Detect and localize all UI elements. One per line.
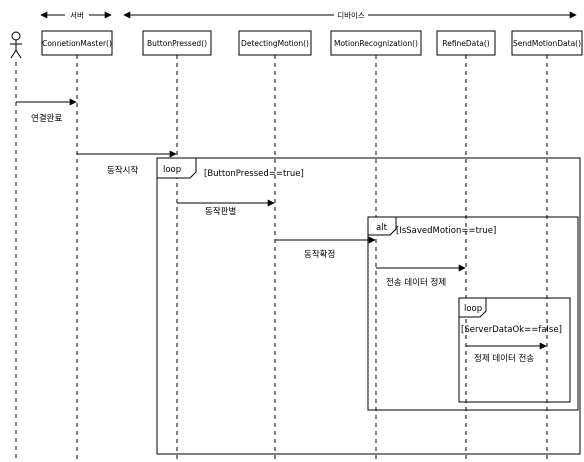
server-group-label: 서버 [70, 10, 84, 20]
message-send-data: 정제 데이터 전송 [466, 342, 547, 364]
participant-sendmotiondata: SendMotionData() [511, 30, 583, 56]
participant-label: MotionRecognization() [334, 39, 418, 48]
message-label: 정제 데이터 전송 [474, 353, 534, 364]
message-motion-discern: 동작판별 [177, 199, 275, 217]
loop-fragment-outer: loop [ButtonPressed==true] [156, 157, 581, 455]
participant-connetionmaster: ConnetionMaster() [41, 30, 113, 56]
message-label: 전송 데이터 정제 [386, 277, 446, 288]
device-group-label: 디바이스 [337, 10, 365, 20]
participant-label: ConnetionMaster() [42, 39, 112, 48]
participant-motionrecognization: MotionRecognization() [330, 30, 422, 56]
fragment-kind: alt [376, 223, 388, 233]
participant-label: RefineData() [442, 39, 489, 48]
message-refine-data: 전송 데이터 정제 [376, 264, 466, 288]
message-label: 연결완료 [31, 113, 62, 124]
message-label: 동작확정 [304, 249, 335, 260]
participant-label: SendMotionData() [513, 39, 581, 48]
message-label: 동작판별 [205, 206, 236, 217]
participant-label: DetectingMotion() [241, 39, 309, 48]
fragment-guard: [ButtonPressed==true] [204, 169, 304, 179]
message-motion-start: 동작시작 [77, 150, 177, 176]
participant-detectingmotion: DetectingMotion() [238, 30, 312, 56]
participant-buttonpressed: ButtonPressed() [142, 30, 212, 56]
message-label: 동작시작 [107, 165, 138, 176]
actor-icon [10, 31, 22, 59]
fragment-kind: loop [163, 165, 181, 175]
alt-fragment: alt [IsSavedMotion==true] [367, 216, 579, 411]
fragment-guard: [ServerDataOk==false] [461, 325, 562, 335]
participant-refinedata: RefineData() [436, 30, 496, 56]
message-motion-confirm: 동작확정 [275, 236, 376, 260]
fragment-guard: [IsSavedMotion==true] [396, 226, 496, 236]
participant-label: ButtonPressed() [147, 39, 207, 48]
message-connection-complete: 연결완료 [16, 98, 77, 124]
server-group: 서버 [40, 9, 112, 21]
loop-fragment-inner: loop [ServerDataOk==false] [458, 297, 571, 403]
device-group: 디바이스 [123, 9, 577, 21]
fragment-kind: loop [464, 304, 482, 314]
